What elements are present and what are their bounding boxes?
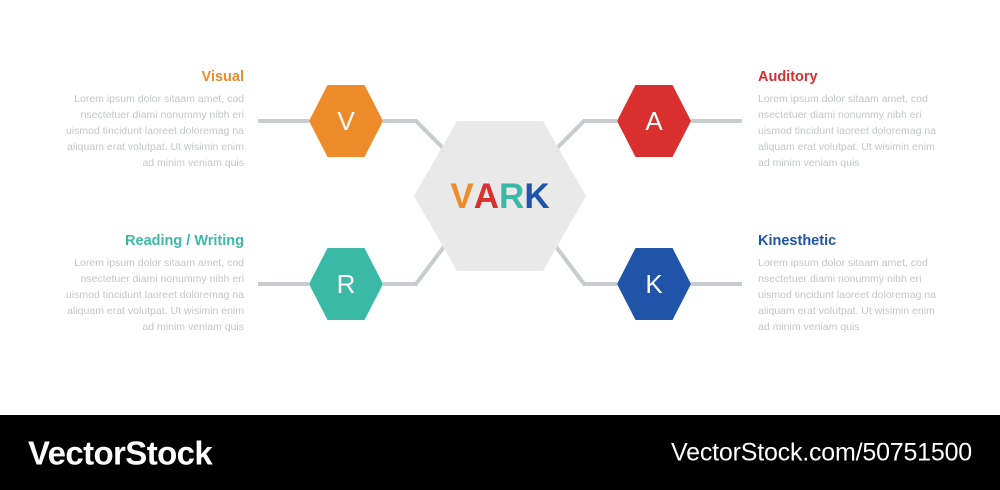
body-visual: Lorem ipsum dolor sitaam amet, cod nsect… [65,92,244,169]
title-kinesthetic: Kinesthetic [758,233,837,249]
connector-lines [258,119,742,286]
center-letter-r: R [499,176,525,216]
body-kinesthetic: Lorem ipsum dolor sitaam amet, cod nsect… [758,256,937,333]
connector-visual-elbow [383,119,457,162]
badge-letter-reading: R [336,269,356,299]
center-letter-a: A [473,176,500,216]
badge-hexagon-reading[interactable]: R [309,248,383,320]
title-reading: Reading / Writing [125,233,244,249]
badge-letter-kinesthetic: K [645,269,663,299]
title-auditory: Auditory [758,69,818,85]
connector-kinesthetic-elbow [543,230,617,286]
vectorstock-logo: VectorStock [28,434,213,471]
vectorstock-url: VectorStock.com/50751500 [671,438,972,466]
badge-letter-visual: V [337,106,355,136]
body-auditory: Lorem ipsum dolor sitaam amet, cod nsect… [758,92,937,169]
text-block-auditory: Auditory Lorem ipsum dolor sitaam amet, … [758,69,944,172]
infographic-canvas: VARK V A R K Visual Lorem ipsum dolor si… [58,69,944,336]
connector-reading-elbow [383,230,457,286]
text-block-visual: Visual Lorem ipsum dolor sitaam amet, co… [58,69,244,172]
badge-hexagon-visual[interactable]: V [309,85,383,157]
center-label: VARK [450,179,549,214]
text-block-kinesthetic: Kinesthetic Lorem ipsum dolor sitaam ame… [758,233,944,336]
watermark-footer: VectorStock VectorStock.com/50751500 [0,415,1000,490]
connector-auditory-elbow [543,119,617,162]
badge-letter-auditory: A [645,106,663,136]
center-letter-k: K [524,176,550,216]
body-reading: Lorem ipsum dolor sitaam amet, cod nsect… [65,256,244,333]
text-block-reading: Reading / Writing Lorem ipsum dolor sita… [58,233,244,336]
center-letter-v: V [450,176,474,216]
title-visual: Visual [201,69,244,85]
